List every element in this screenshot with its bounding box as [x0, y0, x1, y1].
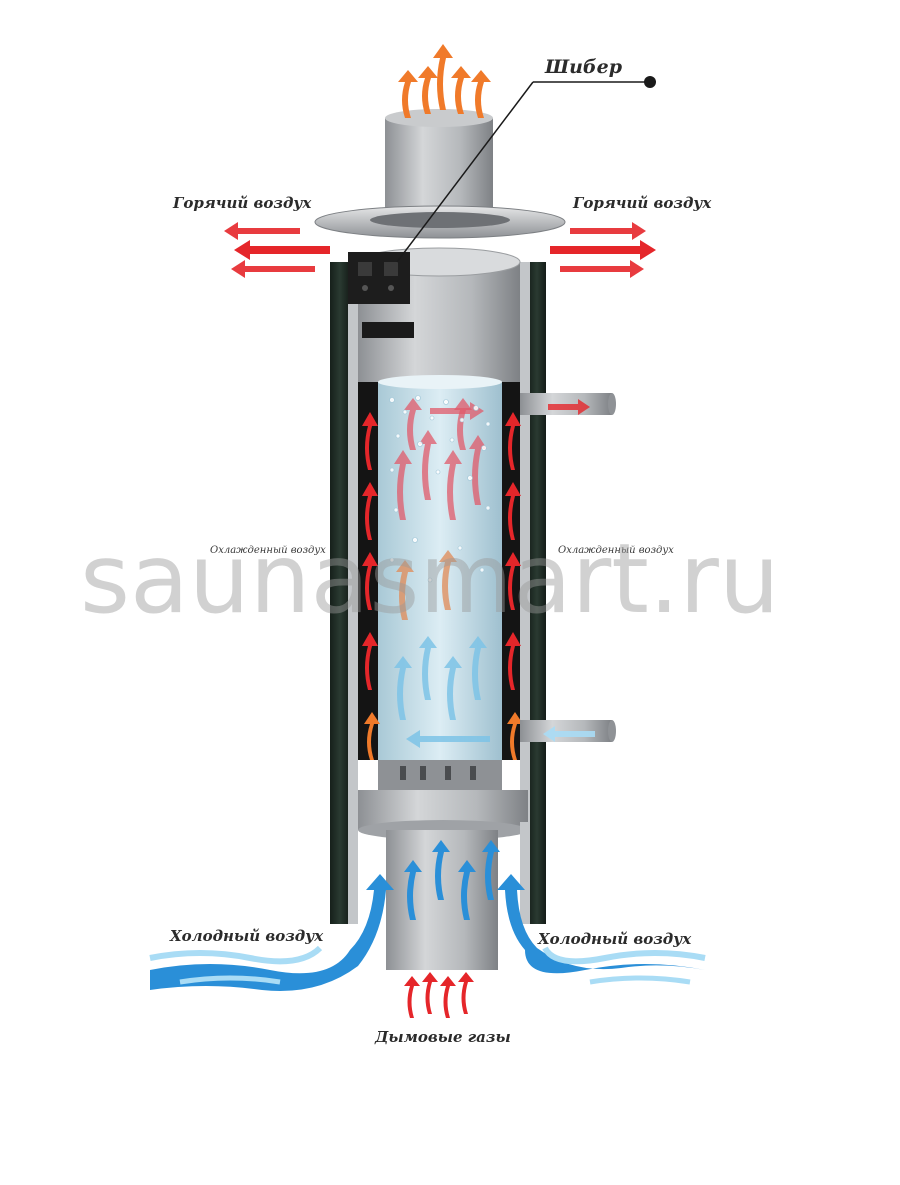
cold-air-label-right: Холодный воздух: [537, 930, 692, 948]
water-hot-arrows: [394, 398, 487, 520]
flange: [314, 205, 566, 239]
shell-skirt-right: [520, 822, 530, 924]
water-cold-arrows: [394, 636, 490, 748]
stone-cladding-left: [330, 262, 350, 924]
cold-air-rising-arrows: [404, 840, 500, 920]
callout-dot: [644, 76, 656, 88]
hot-air-label-right: Горячий воздух: [572, 194, 712, 212]
hot-air-arrows-left: [224, 222, 330, 278]
hot-air-label-left: Горячий воздух: [172, 194, 312, 212]
hot-air-arrows-right: [550, 222, 656, 278]
hot-flow-left-channel: [362, 412, 378, 690]
warm-flow-right-channel: [507, 712, 523, 760]
cold-air-arrows-right: [497, 874, 706, 985]
hot-water-outlet-pipe: [520, 393, 616, 415]
hot-flow-right-channel: [505, 412, 521, 690]
damper-label: Шибер: [544, 56, 623, 78]
shell-inner-wall-right: [520, 262, 530, 822]
shell-skirt-left: [348, 822, 358, 924]
cold-air-label-left: Холодный воздух: [169, 927, 324, 945]
damper-callout: [396, 76, 656, 263]
shell-slot: [362, 322, 414, 338]
flue-gas-arrows: [404, 972, 474, 1018]
cold-air-arrows-left: [149, 874, 394, 991]
stone-cladding-right: [528, 262, 546, 924]
damper-bracket: [348, 252, 410, 304]
warm-flow-left-channel: [364, 712, 380, 760]
cooled-air-label-right: Охлажденный воздух: [558, 545, 674, 556]
water-bubbles: [389, 395, 491, 583]
watermark: saunasmart.ru: [80, 523, 780, 635]
flue-gases-label: Дымовые газы: [374, 1028, 511, 1046]
cold-water-inlet-pipe: [520, 720, 616, 742]
shell-inner-wall-left: [348, 262, 358, 822]
water-warm-arrows: [396, 550, 457, 620]
top-flue-pipe: [385, 109, 493, 216]
perforated-ring: [378, 760, 502, 790]
cooled-air-label-left: Охлажденный воздух: [210, 545, 326, 556]
exhaust-arrows: [398, 44, 491, 118]
